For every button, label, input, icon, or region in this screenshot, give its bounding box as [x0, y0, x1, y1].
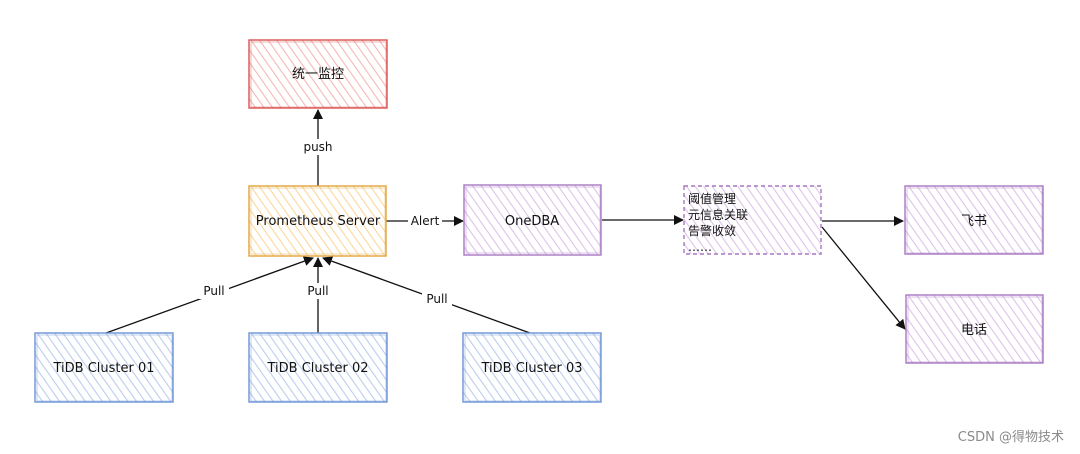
watermark-text: CSDN @得物技术 [958, 429, 1064, 445]
node-processing-note: 阈值管理 元信息关联 告警收敛 …… [683, 185, 822, 255]
note-line-3: 告警收敛 [688, 223, 736, 238]
edge-label-alert: Alert [411, 214, 440, 228]
edges: push Alert Pull Pull Pull [105, 109, 906, 334]
node-label-cluster3: TiDB Cluster 03 [480, 361, 582, 376]
edge-label-push: push [303, 140, 332, 154]
edge-note-to-phone [821, 226, 906, 330]
node-unified-monitor: 统一监控 [248, 39, 388, 109]
node-tidb-cluster-01: TiDB Cluster 01 [34, 332, 174, 403]
node-label-cluster1: TiDB Cluster 01 [52, 361, 154, 376]
note-line-1: 阈值管理 [688, 191, 736, 206]
node-label-onedba: OneDBA [505, 214, 559, 229]
node-phone: 电话 [905, 294, 1044, 364]
edge-label-pull-1: Pull [203, 284, 224, 298]
node-label-cluster2: TiDB Cluster 02 [266, 361, 368, 376]
node-tidb-cluster-03: TiDB Cluster 03 [462, 332, 602, 403]
edge-label-pull-3: Pull [426, 292, 447, 306]
node-feishu: 飞书 [904, 185, 1044, 255]
node-tidb-cluster-02: TiDB Cluster 02 [248, 332, 388, 403]
node-label-monitor: 统一监控 [292, 67, 344, 82]
node-label-feishu: 飞书 [961, 214, 987, 229]
node-onedba: OneDBA [463, 184, 602, 256]
edge-label-pull-2: Pull [307, 284, 328, 298]
note-line-4: …… [688, 240, 712, 254]
node-label-phone: 电话 [961, 323, 987, 338]
node-label-prometheus: Prometheus Server [256, 214, 381, 229]
node-prometheus-server: Prometheus Server [248, 185, 387, 257]
note-line-2: 元信息关联 [688, 207, 748, 222]
